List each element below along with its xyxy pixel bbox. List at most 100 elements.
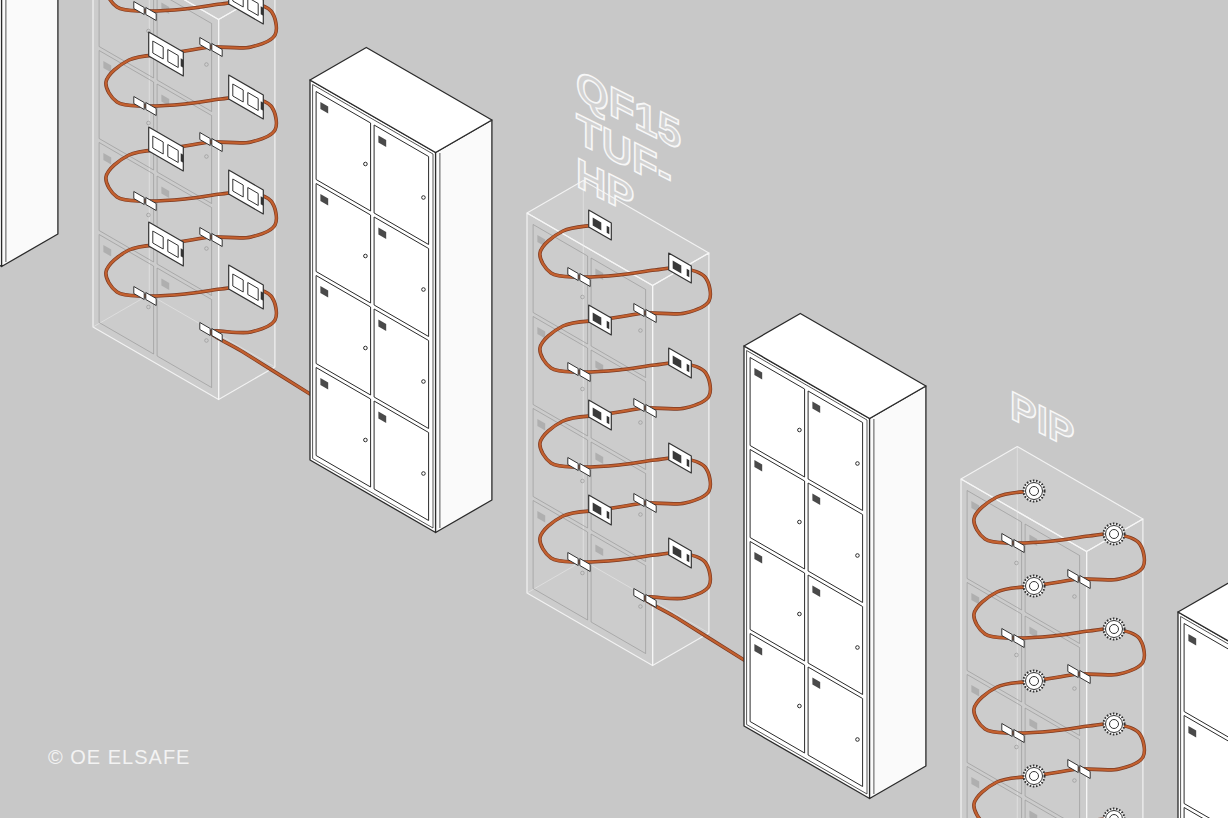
pip-lock-ring [1026,483,1043,500]
pip-lock-core [1030,487,1039,496]
locker-transparent [527,181,744,666]
pip-lock [1024,671,1045,692]
door-vent [812,586,820,598]
door-keyhole [422,380,426,384]
door-keyhole [798,428,802,432]
door-keyhole [798,704,802,708]
cable-connector [1080,766,1090,779]
cable-connector [200,133,210,146]
cable [974,491,1178,818]
door-keyhole [581,387,585,391]
cable-connector [134,97,144,110]
keypad-display [673,261,682,274]
cable-connector [134,2,144,15]
door-keyhole [1015,653,1019,657]
keypad-button [248,188,258,206]
door-vent [320,194,328,206]
pip-lock [1024,766,1045,787]
locker-door [1025,800,1080,818]
cable-connector [1080,576,1090,589]
cable-connector [1068,760,1078,773]
keypad-button [233,84,243,102]
door-keyhole [422,288,426,292]
keypad-slot [607,226,610,235]
keypad-slot [607,511,610,520]
door-vent [320,378,328,390]
keypad-lock [229,75,264,119]
keypad-slot [687,459,690,468]
locker-door [1184,716,1228,818]
locker-door [1184,808,1228,818]
keypad-button [233,274,243,292]
cable [106,0,310,394]
locker-front [1178,612,1228,818]
door-vent [103,61,111,73]
keypad-button [168,145,178,163]
keypad-slot [261,196,264,206]
cable-connector [1014,540,1024,553]
hidden-edge [1017,447,1018,818]
keypad-lock [589,305,612,335]
cable-connector [568,458,578,471]
door-vent [1029,719,1037,731]
cable-connector [1068,665,1078,678]
keypad-slot [687,554,690,563]
keypad-display [673,451,682,464]
pip-lock-core [1110,720,1119,729]
door-vent [378,320,386,332]
keypad-slot [181,248,184,257]
keypad-lock [669,538,692,568]
cable-connector [646,310,656,323]
pip-lock [1024,576,1045,597]
keypad-lock [229,0,264,24]
cable-connector [1002,534,1012,547]
keypad-button [233,179,243,197]
keypad-button [248,0,258,16]
door-vent [595,545,603,557]
pip-lock-ring [1106,811,1123,818]
hidden-edge [93,295,149,328]
product-name: PIP [1010,382,1074,458]
cable-connector [634,399,644,412]
pip-lock-core [1030,772,1039,781]
keypad-slot [181,58,184,68]
cable-connector [212,329,222,342]
locker-door [316,368,371,488]
locker-door [591,534,646,654]
keypad-button [153,41,163,59]
locker-solid [310,48,492,533]
door-keyhole [422,196,426,200]
keypad-lock [149,127,184,171]
pip-lock-ring [1026,768,1043,785]
keypad-slot [687,364,690,373]
keypad-lock [149,32,184,76]
cable-connector [146,8,156,21]
door-keyhole [639,513,643,517]
cable-connector [1002,724,1012,737]
cable-connector [634,494,644,507]
door-keyhole [147,213,151,217]
cable-connector [646,595,656,608]
keypad-lock [589,400,612,430]
door-vent [537,511,545,523]
cable-connector [134,287,144,300]
keypad-lock [669,253,692,283]
locker-transparent [961,447,1178,818]
locker-door [750,634,805,754]
pip-lock [1104,714,1125,735]
door-keyhole [422,472,426,476]
keypad-slot [261,101,264,111]
cable-connector [568,553,578,566]
door-keyhole [205,339,209,343]
keypad-lock [229,170,264,214]
door-vent [103,153,111,165]
side-panel-edge [5,0,6,262]
door-keyhole [856,462,860,466]
keypad-lock [669,348,692,378]
door-vent [754,460,762,472]
door-keyhole [205,155,209,159]
keypad-display [593,313,602,326]
door-keyhole [1073,595,1077,599]
keypad-button [248,93,258,111]
cable-connector [146,293,156,306]
